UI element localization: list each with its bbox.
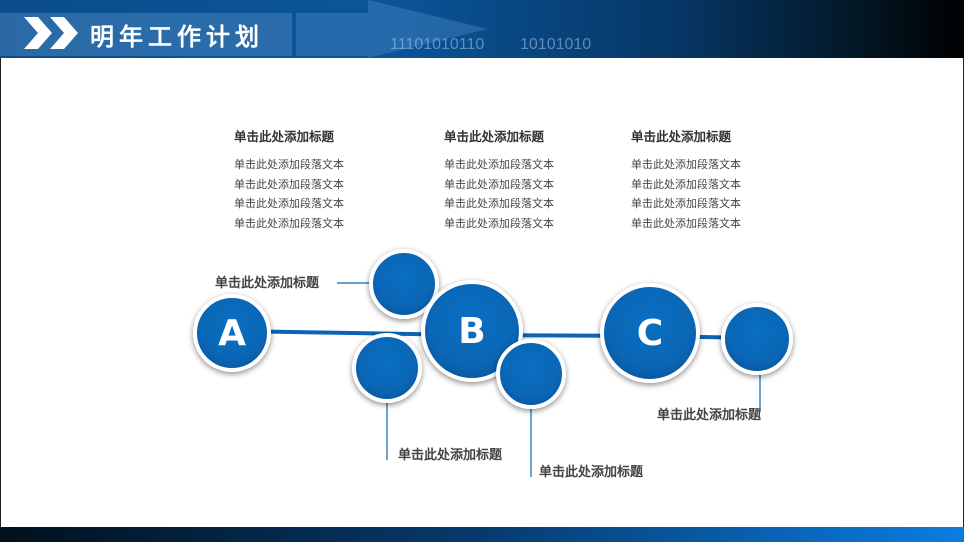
column-line[interactable]: 单击此处添加段落文本 xyxy=(234,197,344,210)
decor-arrow-head xyxy=(368,0,488,58)
small-circle[interactable] xyxy=(496,339,566,409)
column-title[interactable]: 单击此处添加标题 xyxy=(444,129,545,144)
text-column: 单击此处添加标题 单击此处添加段落文本 单击此处添加段落文本 单击此处添加段落文… xyxy=(234,126,344,233)
text-column: 单击此处添加标题 单击此处添加段落文本 单击此处添加段落文本 单击此处添加段落文… xyxy=(631,126,741,233)
callout-label[interactable]: 单击此处添加标题 xyxy=(539,465,644,480)
callout-label[interactable]: 单击此处添加标题 xyxy=(215,276,320,291)
column-line[interactable]: 单击此处添加段落文本 xyxy=(444,216,554,230)
callout-label[interactable]: 单击此处添加标题 xyxy=(657,408,762,423)
small-circle[interactable] xyxy=(721,303,793,375)
column-line[interactable]: 单击此处添加段落文本 xyxy=(234,158,344,171)
column-line[interactable]: 单击此处添加段落文本 xyxy=(444,158,554,171)
column-line[interactable]: 单击此处添加段落文本 xyxy=(631,158,741,171)
callout-label[interactable]: 单击此处添加标题 xyxy=(398,448,503,463)
column-title[interactable]: 单击此处添加标题 xyxy=(234,129,335,144)
node-a[interactable]: A xyxy=(193,294,271,372)
decor-arrow xyxy=(296,13,368,56)
node-c[interactable]: C xyxy=(600,283,700,383)
column-line[interactable]: 单击此处添加段落文本 xyxy=(444,197,554,210)
small-circle[interactable] xyxy=(352,333,422,403)
footer-bar xyxy=(0,527,964,542)
binary-text: 10101010 xyxy=(520,36,592,53)
column-line[interactable]: 单击此处添加段落文本 xyxy=(234,216,344,230)
column-line[interactable]: 单击此处添加段落文本 xyxy=(631,177,741,191)
column-line[interactable]: 单击此处添加段落文本 xyxy=(631,216,741,230)
column-line[interactable]: 单击此处添加段落文本 xyxy=(444,177,554,191)
header-banner: 11101010110 10101010 明年工作计划 xyxy=(0,0,964,58)
column-line[interactable]: 单击此处添加段落文本 xyxy=(234,177,344,191)
double-chevron-icon xyxy=(24,17,78,49)
small-circle[interactable] xyxy=(369,249,439,319)
column-title[interactable]: 单击此处添加标题 xyxy=(631,129,732,144)
page-title: 明年工作计划 xyxy=(90,23,264,51)
text-column: 单击此处添加标题 单击此处添加段落文本 单击此处添加段落文本 单击此处添加段落文… xyxy=(444,126,554,233)
binary-text: 11101010110 xyxy=(390,36,485,53)
column-line[interactable]: 单击此处添加段落文本 xyxy=(631,197,741,210)
